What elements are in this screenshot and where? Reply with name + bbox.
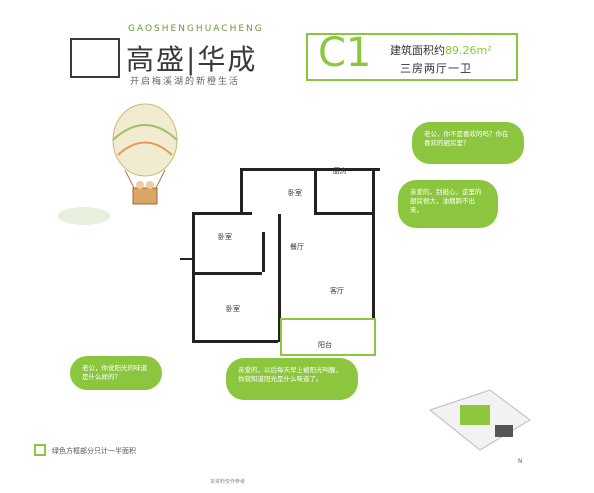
wall [278,214,281,342]
wall [240,168,243,213]
wall [314,168,317,214]
room-label-bedroom-top: 卧室 [288,189,302,197]
room-label-kitchen: 厨房 [333,167,347,175]
wall [192,272,262,275]
speech-bubble-bottom-left: 老公，你说阳光的味道是什么样的？ [70,356,162,390]
wall [314,212,374,215]
logo-mark [70,38,120,78]
speech-bubble-bottom-right: 亲爱的，以后每天早上被阳光叫醒，你就知道阳光是什么味道了。 [226,358,358,400]
wall [262,232,265,272]
speech-bubble-top: 老公，你不是喜欢的吗？你在喜欢的厨房里？ [412,122,524,164]
decorative-cloud-icon [58,207,110,225]
footer-disclaimer: 本资料仅作参考 [210,479,246,485]
wall [192,340,278,343]
logo-slogan: 开启梅溪湖的新橙生活 [130,77,241,87]
speech-bubble-right: 亲爱的，别担心，这里的厨房很大，油烟跑不出来。 [398,180,498,228]
room-label-dining: 餐厅 [290,243,304,251]
compass-icon: N [518,458,523,465]
room-label-bedroom-left: 卧室 [218,233,232,241]
unit-area-label: 建筑面积约 [390,44,445,57]
legend-swatch [34,444,46,456]
room-label-bedroom-bottom: 卧室 [226,305,240,313]
wall [192,212,195,342]
hot-air-balloon-illustration [112,103,178,205]
unit-area-value: 89.26m² [445,44,492,57]
room-label-balcony: 阳台 [318,341,332,349]
legend-text: 绿色方框部分只计一半面积 [52,447,136,455]
balcony-half-area-box [280,318,376,356]
wall [372,168,375,318]
logo-brand: 高盛|华成 [126,43,258,76]
room-label-living: 客厅 [330,287,344,295]
wall [180,258,194,260]
logo-pinyin: GAOSHENGHUACHENG [128,24,264,34]
wall [192,212,252,215]
unit-info-box [306,33,518,81]
site-map-thumbnail [428,389,531,451]
unit-area: 建筑面积约89.26m² [390,42,492,58]
wall [240,168,380,171]
unit-layout: 三房两厅一卫 [400,62,472,75]
unit-code: C1 [318,30,372,76]
